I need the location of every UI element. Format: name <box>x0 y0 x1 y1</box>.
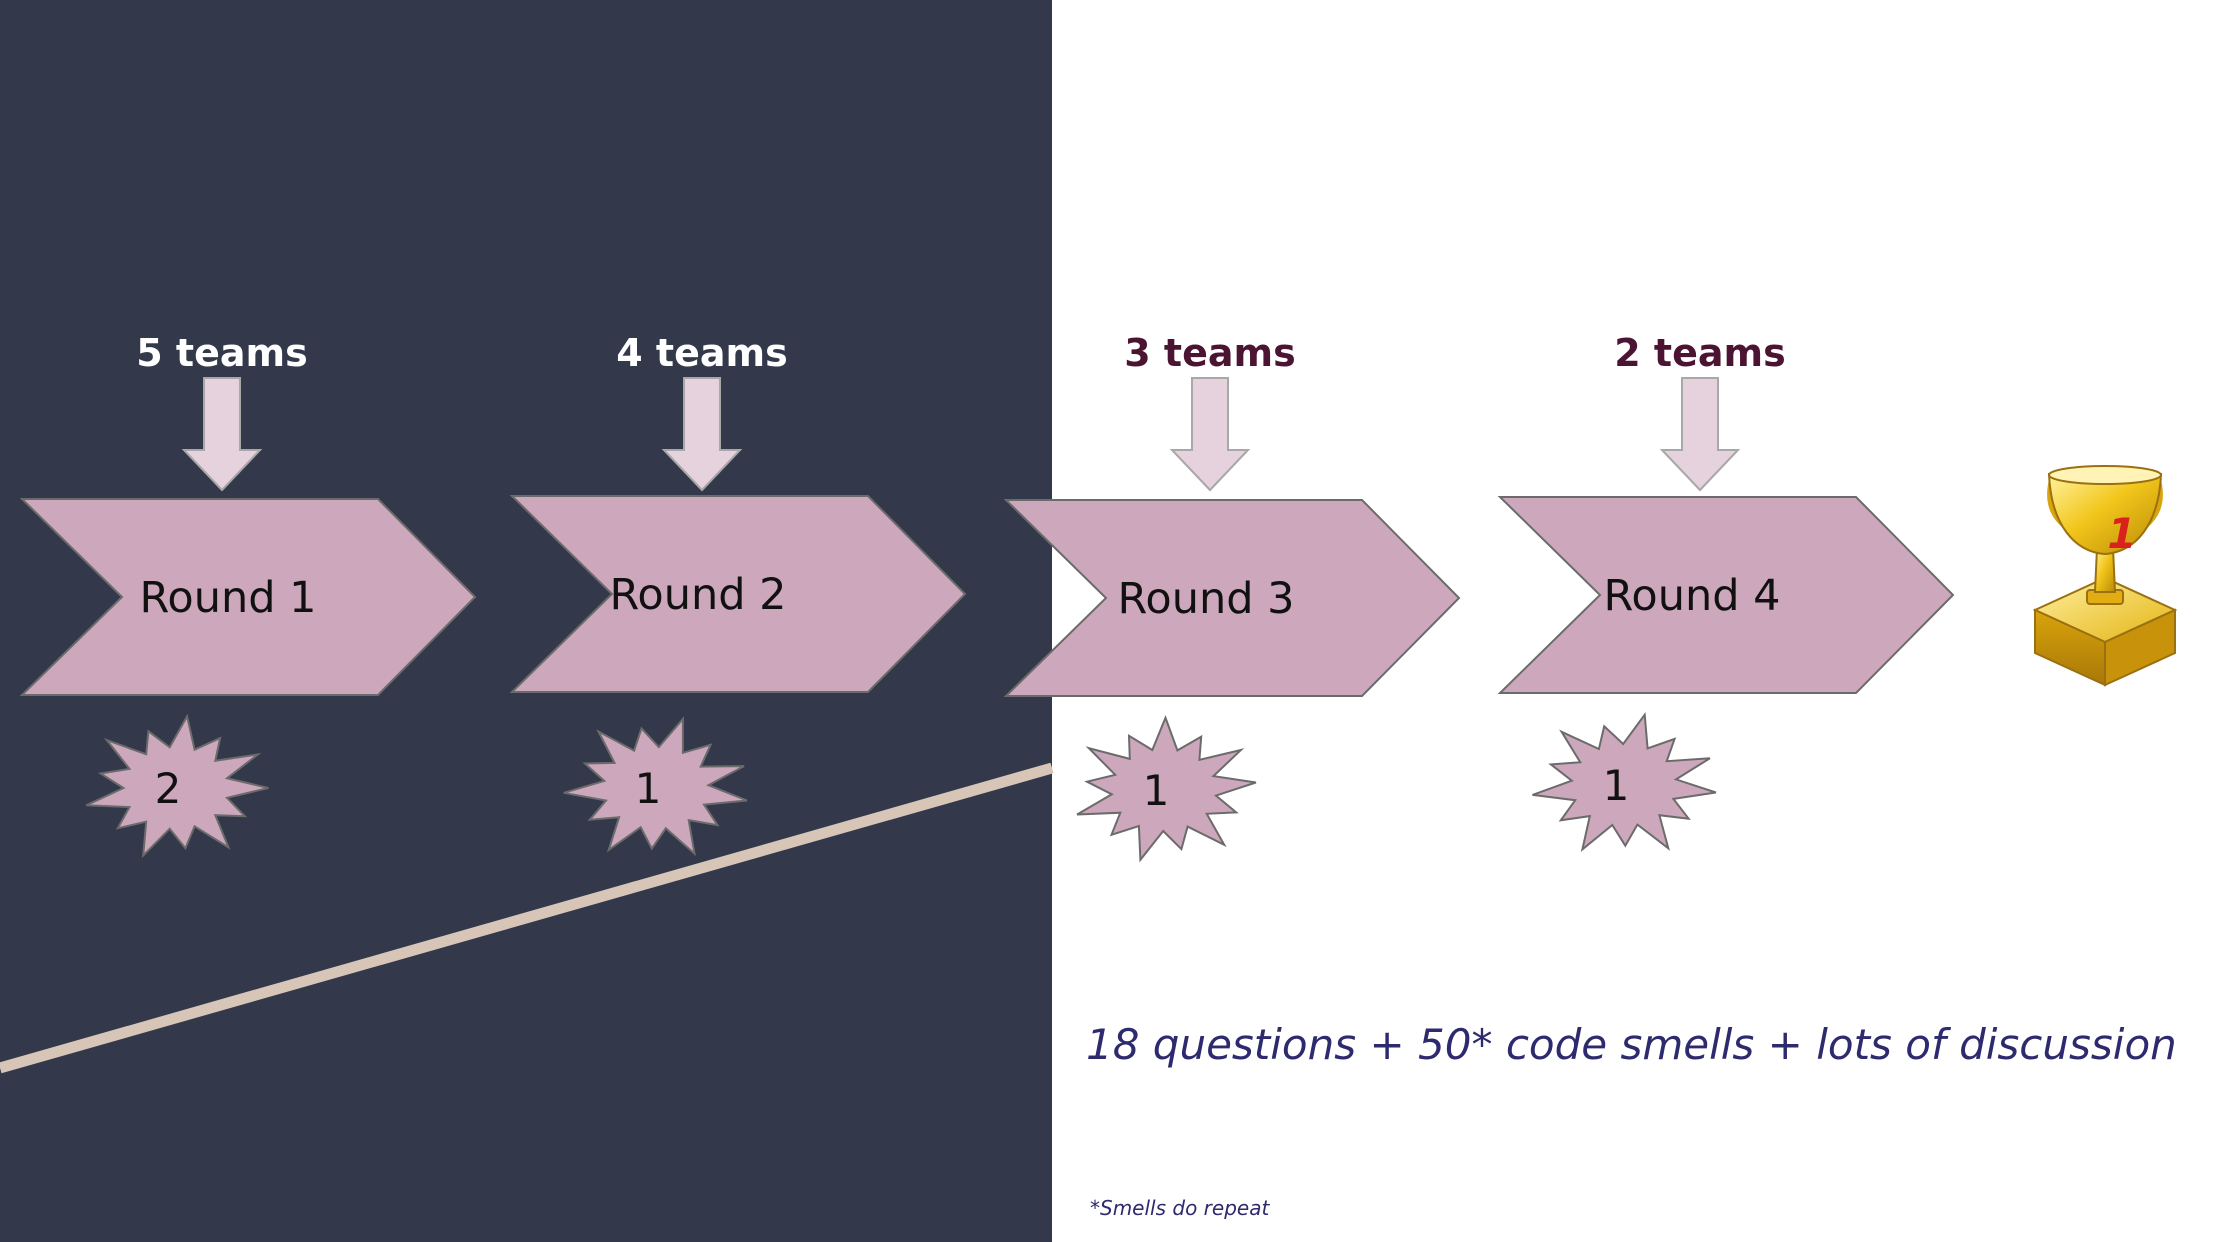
trophy-icon <box>2032 465 2178 687</box>
team-count-label: 5 teams <box>136 331 307 375</box>
round-label: Round 2 <box>609 570 786 620</box>
round-chevron <box>1003 499 1461 697</box>
round-label: Round 1 <box>139 573 316 623</box>
down-arrow-icon <box>181 377 263 492</box>
burst-value: 1 <box>1603 761 1630 810</box>
burst-value: 1 <box>635 764 662 813</box>
round-label: Round 3 <box>1117 574 1294 624</box>
summary-text: 18 questions + 50* code smells + lots of… <box>1086 1020 2177 1069</box>
round-chevron <box>509 495 967 693</box>
down-arrow-icon <box>1659 377 1741 492</box>
round-chevron <box>1497 496 1955 694</box>
burst-badge <box>85 713 269 859</box>
diagonal-accent-line <box>0 762 1054 1074</box>
team-count-label: 3 teams <box>1124 331 1295 375</box>
footnote-text: *Smells do repeat <box>1090 1196 1270 1220</box>
team-count-label: 2 teams <box>1614 331 1785 375</box>
burst-value: 2 <box>155 764 182 813</box>
burst-badge <box>563 716 748 857</box>
round-chevron <box>19 498 477 696</box>
burst-value: 1 <box>1143 766 1170 815</box>
round-label: Round 4 <box>1603 571 1780 621</box>
team-count-label: 4 teams <box>616 331 787 375</box>
down-arrow-icon <box>1169 377 1251 492</box>
trophy-badge: 1 <box>2107 509 2136 558</box>
burst-badge <box>1532 711 1717 852</box>
burst-badge <box>1076 715 1257 863</box>
down-arrow-icon <box>661 377 743 492</box>
